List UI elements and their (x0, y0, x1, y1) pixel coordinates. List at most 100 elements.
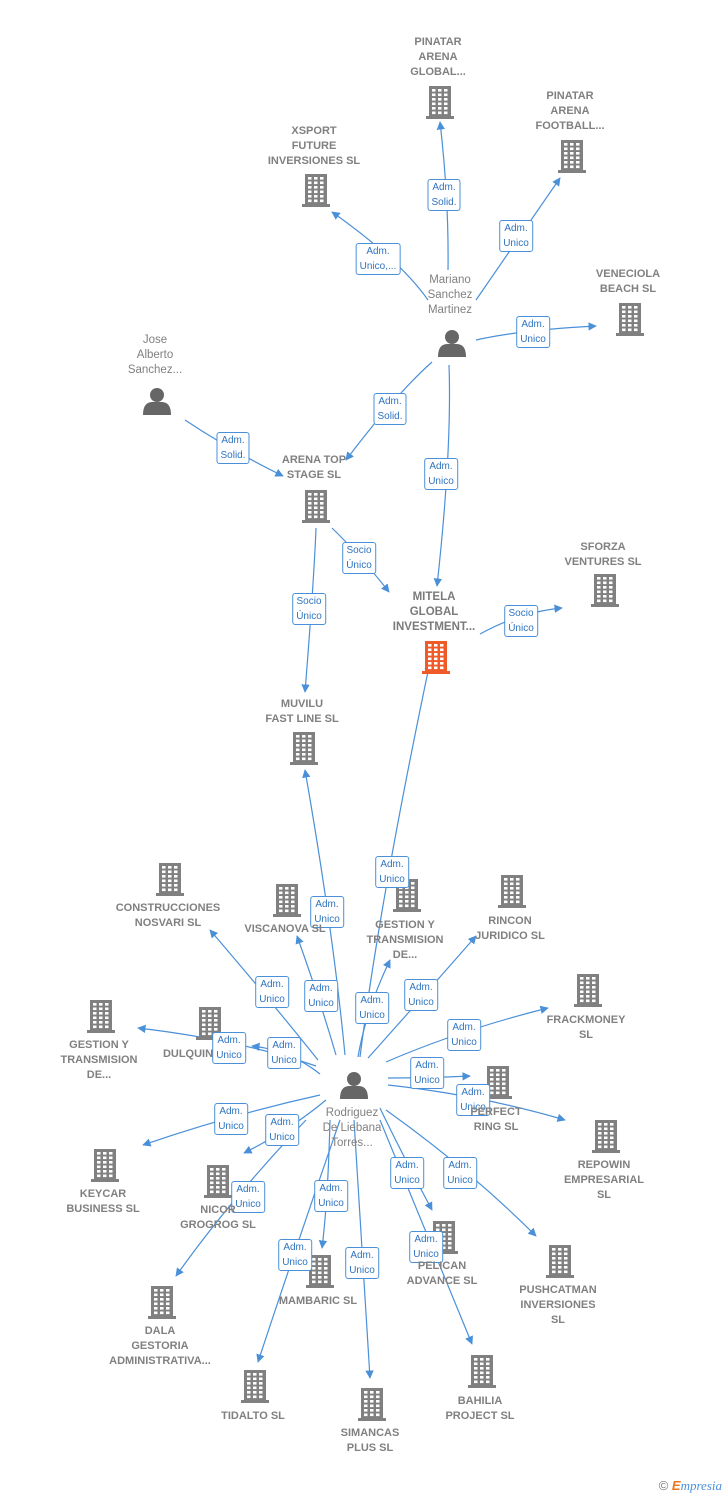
node-viscanova[interactable] (273, 884, 301, 917)
edge-label-rodriguez-to-gestion_y_trans_center[interactable]: Adm. Unico (355, 992, 389, 1024)
edge-label-rodriguez-to-mitela[interactable]: Adm. Unico (375, 856, 409, 888)
edge-label-rodriguez-to-keycar[interactable]: Adm. Unico (214, 1103, 248, 1135)
node-label-mariano[interactable]: Mariano Sanchez Martinez (427, 274, 473, 316)
brand-logo-initial: E (671, 1478, 681, 1493)
node-gestion_y_trans_left[interactable] (87, 1000, 115, 1033)
node-rincon[interactable] (498, 875, 526, 908)
edge-label-mariano-to-pinatar_global[interactable]: Adm. Solid. (427, 179, 461, 211)
edge-label-mariano-to-xsport[interactable]: Adm. Unico,... (355, 243, 401, 275)
edge-label-mariano-to-veneciola[interactable]: Adm. Unico (516, 316, 550, 348)
edge-label-rodriguez-to-muvilu[interactable]: Adm. Unico (310, 896, 344, 928)
node-construcciones[interactable] (156, 863, 184, 896)
edge-label-rodriguez-to-pelican[interactable]: Adm. Unico (390, 1157, 424, 1189)
node-label-gestion_y_trans_center[interactable]: GESTION Y TRANSMISION DE... (366, 919, 444, 961)
node-label-tidalto[interactable]: TIDALTO SL (221, 1410, 285, 1422)
node-label-perfect_ring[interactable]: PERFECT RING SL (470, 1106, 522, 1133)
edge-label-mariano-to-arena_top[interactable]: Adm. Solid. (373, 393, 407, 425)
building-icon (306, 1255, 334, 1288)
node-frackmoney[interactable] (574, 974, 602, 1007)
node-label-pinatar_global[interactable]: PINATAR ARENA GLOBAL... (410, 36, 466, 78)
edge-label-rodriguez-to-pushcatman[interactable]: Adm. Unico (443, 1157, 477, 1189)
node-perfect_ring[interactable] (484, 1066, 512, 1099)
node-label-muvilu[interactable]: MUVILU FAST LINE SL (265, 698, 339, 725)
node-label-pelican[interactable]: PELICAN ADVANCE SL (406, 1260, 478, 1287)
building-icon (148, 1286, 176, 1319)
building-icon (468, 1355, 496, 1388)
building-icon (422, 641, 450, 674)
node-label-bahilia[interactable]: BAHILIA PROJECT SL (445, 1395, 515, 1422)
node-label-pushcatman[interactable]: PUSHCATMAN INVERSIONES SL (519, 1284, 597, 1326)
node-label-sforza[interactable]: SFORZA VENTURES SL (564, 541, 642, 568)
node-label-mitela[interactable]: MITELA GLOBAL INVESTMENT... (392, 591, 476, 633)
edge-label-mariano-to-mitela[interactable]: Adm. Unico (424, 458, 458, 490)
edge-label-rodriguez-to-dala[interactable]: Adm. Unico (231, 1181, 265, 1213)
building-icon (273, 884, 301, 917)
node-label-arena_top[interactable]: ARENA TOP STAGE SL (281, 454, 347, 481)
node-label-nicor[interactable]: NICOR GROGROG SL (180, 1204, 256, 1231)
node-bahilia[interactable] (468, 1355, 496, 1388)
building-icon (426, 86, 454, 119)
edge-label-arena_top-to-mitela[interactable]: Socio Único (342, 542, 376, 574)
node-label-viscanova[interactable]: VISCANOVA SL (244, 923, 326, 935)
building-icon (558, 140, 586, 173)
node-label-keycar[interactable]: KEYCAR BUSINESS SL (66, 1188, 140, 1215)
edge-label-rodriguez-to-bahilia[interactable]: Adm. Unico (409, 1231, 443, 1263)
node-sforza[interactable] (591, 574, 619, 607)
node-label-veneciola[interactable]: VENECIOLA BEACH SL (595, 268, 661, 295)
edge-label-arena_top-to-muvilu[interactable]: Socio Único (292, 593, 326, 625)
building-icon (91, 1149, 119, 1182)
node-repowin[interactable] (592, 1120, 620, 1153)
building-icon (498, 875, 526, 908)
building-icon (204, 1165, 232, 1198)
node-veneciola[interactable] (616, 303, 644, 336)
edge-label-rodriguez-to-rincon[interactable]: Adm. Unico (404, 979, 438, 1011)
node-pushcatman[interactable] (546, 1245, 574, 1278)
edge-label-jose-to-arena_top[interactable]: Adm. Solid. (216, 432, 250, 464)
node-pinatar_global[interactable] (426, 86, 454, 119)
edge-label-rodriguez-to-gestion_y_trans_left[interactable]: Adm. Unico (212, 1032, 246, 1064)
edge-label-mariano-to-pinatar_football[interactable]: Adm. Unico (499, 220, 533, 252)
node-pinatar_football[interactable] (558, 140, 586, 173)
node-label-simancas[interactable]: SIMANCAS PLUS SL (340, 1427, 400, 1454)
edge-label-mitela-to-sforza[interactable]: Socio Único (504, 605, 538, 637)
edge-label-rodriguez-to-simancas[interactable]: Adm. Unico (345, 1247, 379, 1279)
node-label-construcciones[interactable]: CONSTRUCCIONES NOSVARI SL (115, 902, 221, 929)
node-label-frackmoney[interactable]: FRACKMONEY SL (546, 1014, 626, 1041)
node-jose[interactable] (143, 388, 171, 415)
node-nicor[interactable] (204, 1165, 232, 1198)
node-mariano[interactable] (438, 330, 466, 357)
node-label-jose[interactable]: Jose Alberto Sanchez... (127, 334, 183, 376)
node-label-pinatar_football[interactable]: PINATAR ARENA FOOTBALL... (535, 90, 605, 132)
node-dulquin[interactable] (196, 1007, 224, 1040)
node-label-rincon[interactable]: RINCON JURIDICO SL (475, 915, 545, 942)
edge-label-rodriguez-to-viscanova[interactable]: Adm. Unico (304, 980, 338, 1012)
edge-label-rodriguez-to-tidalto[interactable]: Adm. Unico (278, 1239, 312, 1271)
edge-label-rodriguez-to-nicor[interactable]: Adm. Unico (265, 1114, 299, 1146)
node-label-dala[interactable]: DALA GESTORIA ADMINISTRATIVA... (109, 1325, 211, 1367)
node-muvilu[interactable] (290, 732, 318, 765)
node-rodriguez[interactable] (340, 1072, 368, 1099)
edge-label-rodriguez-to-construcciones[interactable]: Adm. Unico (255, 976, 289, 1008)
node-keycar[interactable] (91, 1149, 119, 1182)
node-label-xsport[interactable]: XSPORT FUTURE INVERSIONES SL (267, 125, 361, 167)
edge-label-rodriguez-to-repowin[interactable]: Adm. Unico (456, 1084, 490, 1116)
node-label-dulquin[interactable]: DULQUIN (162, 1048, 214, 1060)
building-icon (616, 303, 644, 336)
building-icon (241, 1370, 269, 1403)
building-icon (196, 1007, 224, 1040)
node-label-rodriguez[interactable]: Rodriguez De Liebana Torres... (322, 1107, 382, 1149)
node-mitela[interactable] (422, 641, 450, 674)
node-label-repowin[interactable]: REPOWIN EMPRESARIAL SL (563, 1159, 645, 1201)
edge-label-rodriguez-to-dulquin[interactable]: Adm. Unico (267, 1037, 301, 1069)
edge-label-rodriguez-to-frackmoney[interactable]: Adm. Unico (447, 1019, 481, 1051)
node-tidalto[interactable] (241, 1370, 269, 1403)
node-label-mambaric[interactable]: MAMBARIC SL (278, 1295, 358, 1307)
edge-label-rodriguez-to-mambaric[interactable]: Adm. Unico (314, 1180, 348, 1212)
node-arena_top[interactable] (302, 490, 330, 523)
node-mambaric[interactable] (306, 1255, 334, 1288)
edge-label-rodriguez-to-perfect_ring[interactable]: Adm. Unico (410, 1057, 444, 1089)
node-xsport[interactable] (302, 174, 330, 207)
node-dala[interactable] (148, 1286, 176, 1319)
node-simancas[interactable] (358, 1388, 386, 1421)
node-label-gestion_y_trans_left[interactable]: GESTION Y TRANSMISION DE... (60, 1039, 138, 1081)
